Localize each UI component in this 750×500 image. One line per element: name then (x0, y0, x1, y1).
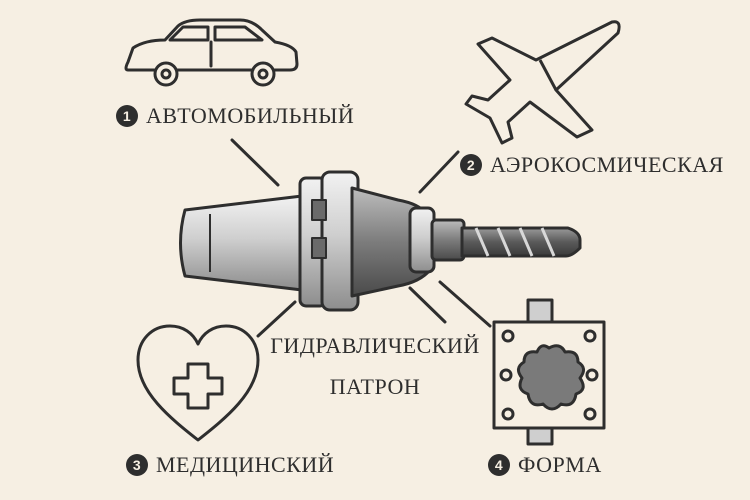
connector-lines (230, 138, 492, 338)
application-item-medical: 3 МЕДИЦИНСКИЙ (126, 452, 334, 478)
number-badge: 1 (116, 105, 138, 127)
airplane-icon (464, 20, 621, 145)
number-badge: 2 (460, 154, 482, 176)
application-item-automotive: 1 АВТОМОБИЛЬНЫЙ (116, 103, 354, 129)
number-badge: 3 (126, 454, 148, 476)
number-badge: 4 (488, 454, 510, 476)
center-title-line2: ПАТРОН (329, 374, 421, 399)
application-label: АВТОМОБИЛЬНЫЙ (146, 103, 355, 128)
application-item-aerospace: 2 АЭРОКОСМИЧЕСКАЯ (460, 152, 724, 178)
medical-heart-icon (136, 324, 260, 442)
application-label: ФОРМА (518, 452, 602, 477)
application-label: АЭРОКОСМИЧЕСКАЯ (490, 152, 724, 177)
application-label: МЕДИЦИНСКИЙ (156, 452, 335, 477)
center-title-line1: ГИДРАВЛИЧЕСКИЙ (270, 333, 480, 358)
mold-icon (492, 298, 606, 446)
application-item-mold: 4 ФОРМА (488, 452, 602, 478)
car-icon (124, 18, 299, 87)
hydraulic-chuck-illustration (179, 170, 582, 312)
